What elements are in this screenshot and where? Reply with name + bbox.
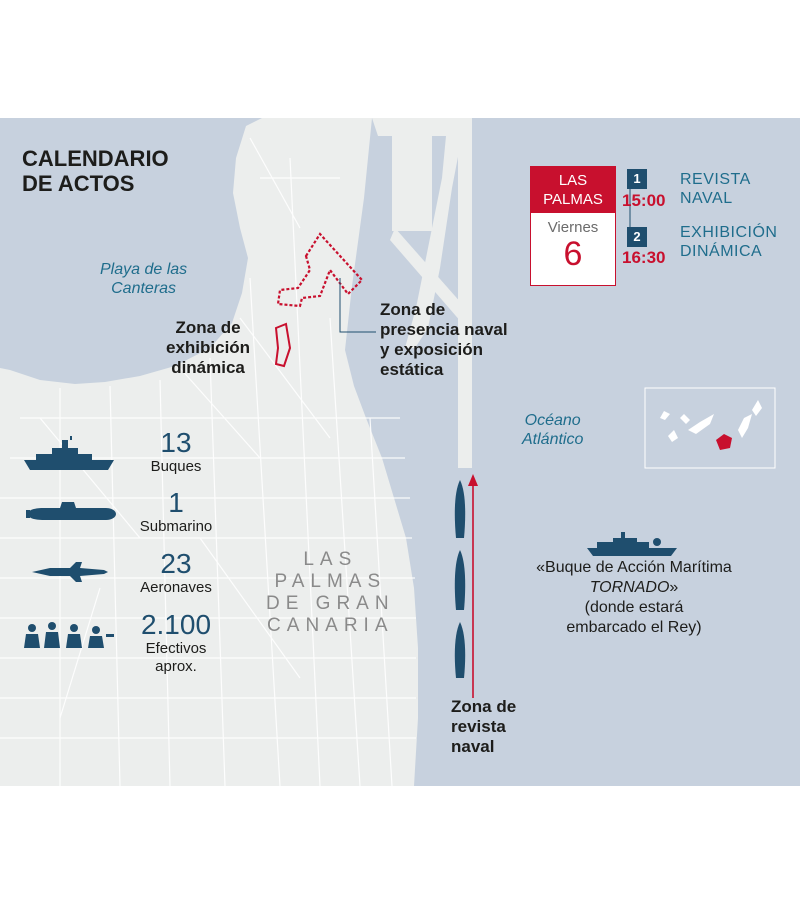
title: CALENDARIO DE ACTOS [22, 146, 169, 196]
review-route-arrow [468, 474, 478, 698]
playa-label-line: Canteras [111, 280, 177, 297]
calendar-city-line: PALMAS [543, 191, 603, 208]
event-time: 16:30 [622, 248, 666, 267]
stat-ships: 13 Buques [126, 428, 226, 476]
stat-value: 1 [168, 487, 184, 518]
stat-label: aprox. [155, 658, 197, 675]
event-name: EXHIBICIÓN DINÁMICA [680, 223, 777, 261]
city-label-line: PALMAS [274, 571, 387, 592]
tornado-caption-line: TORNADO» [510, 578, 758, 598]
tornado-caption-tail: » [669, 579, 679, 596]
canary-islands-inset [644, 387, 776, 469]
stat-submarines: 1 Submarino [126, 488, 226, 536]
zone-label-line: y exposición [380, 340, 483, 359]
zone-label-line: revista [451, 717, 506, 736]
ocean-label-line: Atlántico [522, 431, 584, 448]
tornado-caption-line: embarcado el Rey) [566, 619, 702, 636]
event-name-line: NAVAL [680, 190, 733, 207]
fighter-jet-icon [32, 562, 108, 582]
title-line: DE ACTOS [22, 171, 135, 196]
event-number-badge: 2 [627, 227, 647, 247]
stat-value: 13 [160, 427, 192, 458]
city-label-line: LAS [303, 549, 358, 570]
revista-zone-label: Zona de revista naval [451, 697, 516, 757]
zone-label-line: naval [451, 737, 495, 756]
stat-label: Efectivos [145, 640, 207, 657]
city-label: LAS PALMAS DE GRAN CANARIA [266, 549, 395, 637]
city-label-line: DE GRAN [266, 593, 395, 614]
frigate-icon [24, 436, 114, 470]
soldiers-icon [24, 622, 114, 648]
zone-label-line: estática [380, 360, 444, 379]
port-piers [300, 118, 472, 468]
zone-label-line: Zona de [380, 300, 446, 319]
stat-value: 2.100 [140, 609, 212, 640]
exhibicion-zone-outline [274, 322, 292, 368]
tornado-ship-icon [587, 532, 677, 556]
zone-label-line: Zona de [175, 318, 241, 337]
calendar-city-line: LAS [558, 172, 588, 189]
city-label-line: CANARIA [267, 615, 394, 636]
map [0, 118, 800, 786]
land [0, 118, 418, 786]
calendar-card: LAS PALMAS Viernes 6 [530, 166, 616, 286]
review-ships [454, 480, 466, 678]
stat-value: 23 [160, 548, 192, 579]
tornado-caption: «Buque de Acción Marítima TORNADO» (dond… [510, 558, 758, 638]
event-name: REVISTA NAVAL [680, 170, 751, 208]
leader-line [339, 278, 376, 333]
event-connector [629, 182, 631, 232]
event-time: 15:00 [622, 191, 666, 210]
presencia-zone-label: Zona de presencia naval y exposición est… [380, 300, 508, 380]
submarine-icon [26, 502, 116, 520]
zone-label-line: dinámica [171, 358, 245, 377]
zone-label-line: exhibición [166, 338, 251, 357]
street-grid [0, 137, 416, 786]
stat-label: Aeronaves [140, 579, 212, 596]
zone-label-line: presencia naval [380, 320, 508, 339]
playa-label-line: Playa de las [100, 261, 188, 278]
tornado-ship-name: TORNADO [589, 579, 670, 596]
stat-personnel: 2.100 Efectivos aprox. [126, 610, 226, 676]
calendar-header: LAS PALMAS [531, 167, 615, 213]
playa-label: Playa de las Canteras [100, 260, 187, 298]
ocean-label: Océano Atlántico [522, 411, 583, 449]
stat-label: Submarino [139, 518, 213, 535]
calendar-weekday: Viernes [547, 219, 599, 236]
title-line: CALENDARIO [22, 146, 169, 171]
event-number-badge: 1 [627, 169, 647, 189]
stat-label: Buques [150, 458, 202, 475]
event-name-line: DINÁMICA [680, 243, 763, 260]
stat-aircraft: 23 Aeronaves [126, 549, 226, 597]
presencia-naval-zone-outline [276, 232, 364, 308]
event-name-line: EXHIBICIÓN [680, 224, 778, 241]
event-name-line: REVISTA [680, 171, 751, 188]
tornado-caption-line: (donde estará [584, 599, 684, 616]
ocean-label-line: Océano [524, 412, 581, 429]
tornado-caption-line: «Buque de Acción Marítima [536, 559, 732, 576]
exhibicion-zone-label: Zona de exhibición dinámica [166, 318, 250, 378]
zone-label-line: Zona de [451, 697, 517, 716]
calendar-day-number: 6 [563, 235, 583, 273]
